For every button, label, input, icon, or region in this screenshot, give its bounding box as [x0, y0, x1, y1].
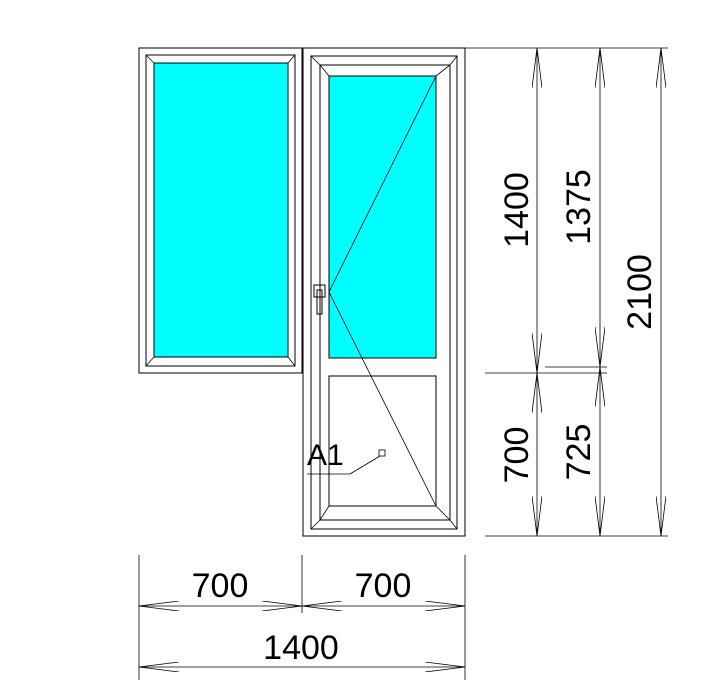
dim-door-glass-height: 1375	[560, 169, 598, 245]
horizontal-dimensions: 700 700 1400	[138, 555, 466, 680]
dim-width-total: 1400	[263, 629, 339, 667]
dim-width-left: 700	[192, 567, 249, 605]
opening-line-bottom	[328, 291, 437, 507]
door-panel	[328, 375, 437, 507]
door-glass	[328, 75, 437, 359]
door-label: A1	[307, 439, 386, 475]
dim-total-height: 2100	[621, 254, 659, 330]
door-label-text: A1	[307, 439, 344, 472]
door-frame-inner	[310, 55, 458, 530]
opening-line-top	[328, 75, 437, 293]
left-window-frame-outer	[138, 47, 303, 374]
dim-width-right: 700	[355, 567, 412, 605]
door-frame-outer	[302, 47, 466, 537]
dim-window-height: 1400	[498, 172, 536, 248]
vertical-dimensions: 1400 1375 2100 700 725	[465, 47, 668, 537]
door-label-marker	[378, 449, 386, 457]
door-handle-icon	[313, 284, 326, 315]
left-window-glass	[153, 62, 289, 358]
left-window	[138, 47, 303, 374]
left-window-frame-inner	[145, 54, 296, 367]
door-sash	[319, 64, 451, 521]
balcony-door	[302, 47, 466, 537]
dim-door-panel-height: 725	[560, 424, 598, 481]
dim-lower-height: 700	[498, 427, 536, 484]
